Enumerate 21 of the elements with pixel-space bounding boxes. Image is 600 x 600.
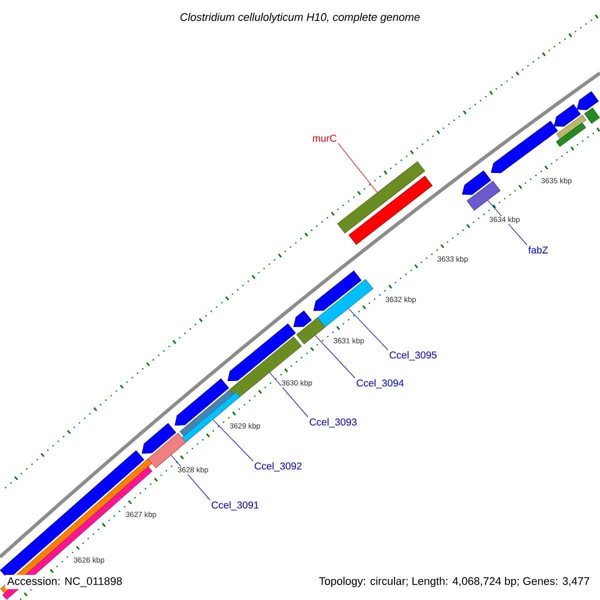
leader-line (314, 335, 356, 378)
leader-line (348, 308, 388, 350)
gene-bar (466, 180, 500, 211)
accession-text: Accession: NC_011898 (5, 574, 124, 590)
gene-label: Ccel_3094 (356, 379, 404, 388)
gene-label: Ccel_3091 (212, 501, 259, 510)
leader-line (269, 372, 308, 418)
gene-label: murC (313, 134, 336, 142)
genome-info-text: Topology: circular; Length: 4,068,724 bp; Genes: 3,477 (319, 576, 590, 588)
gene-label: Ccel_3092 (254, 462, 302, 472)
map-title: Clostridium cellulolyticum H10, complete genome (180, 12, 420, 24)
gene-bar (296, 317, 326, 344)
leader-line (338, 142, 378, 193)
gene-label: Ccel_3095 (390, 351, 437, 360)
gene-label: Ccel_3093 (310, 418, 357, 428)
gene-bar (348, 176, 432, 245)
gene-label: fabZ (528, 246, 548, 254)
gene-bar (315, 279, 374, 329)
leader-line (212, 419, 254, 462)
gene-bar (230, 336, 302, 400)
gene-bar (337, 161, 426, 234)
